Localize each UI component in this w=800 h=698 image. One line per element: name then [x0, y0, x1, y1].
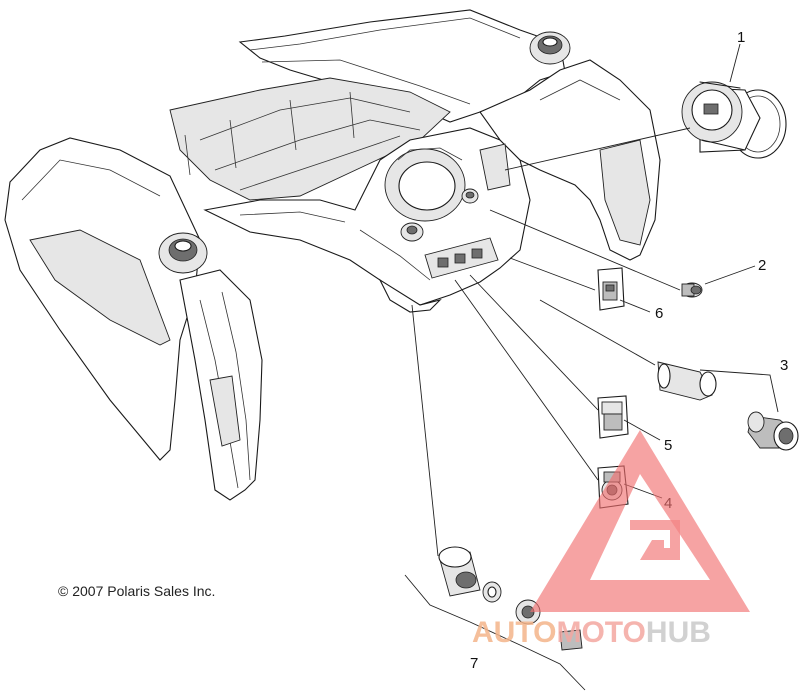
part-knob — [681, 282, 703, 298]
part-power-outlet — [657, 361, 799, 451]
watermark-auto: AUTO — [472, 616, 556, 649]
copyright-text: © 2007 Polaris Sales Inc. — [58, 583, 215, 599]
leader-lines — [404, 43, 779, 691]
callout-5: 5 — [664, 437, 672, 454]
watermark-text: AUTOMOTOHUB — [472, 616, 711, 649]
callout-6: 6 — [655, 305, 663, 322]
watermark-hub: HUB — [646, 616, 711, 649]
dashboard-panel — [4, 9, 661, 501]
part-key-switch — [438, 546, 583, 651]
part-switch-6 — [597, 267, 625, 311]
watermark-triangle — [530, 430, 750, 612]
watermark-logo: AUTOMOTOHUB — [472, 430, 750, 649]
part-switch-5 — [597, 395, 629, 439]
callout-3: 3 — [780, 357, 788, 374]
watermark-moto: MOTO — [556, 616, 645, 649]
callout-7: 7 — [470, 655, 478, 672]
callout-2: 2 — [758, 257, 766, 274]
watermark-inner-mark — [630, 520, 680, 560]
part-gauge — [681, 81, 787, 159]
callout-1: 1 — [737, 29, 745, 46]
